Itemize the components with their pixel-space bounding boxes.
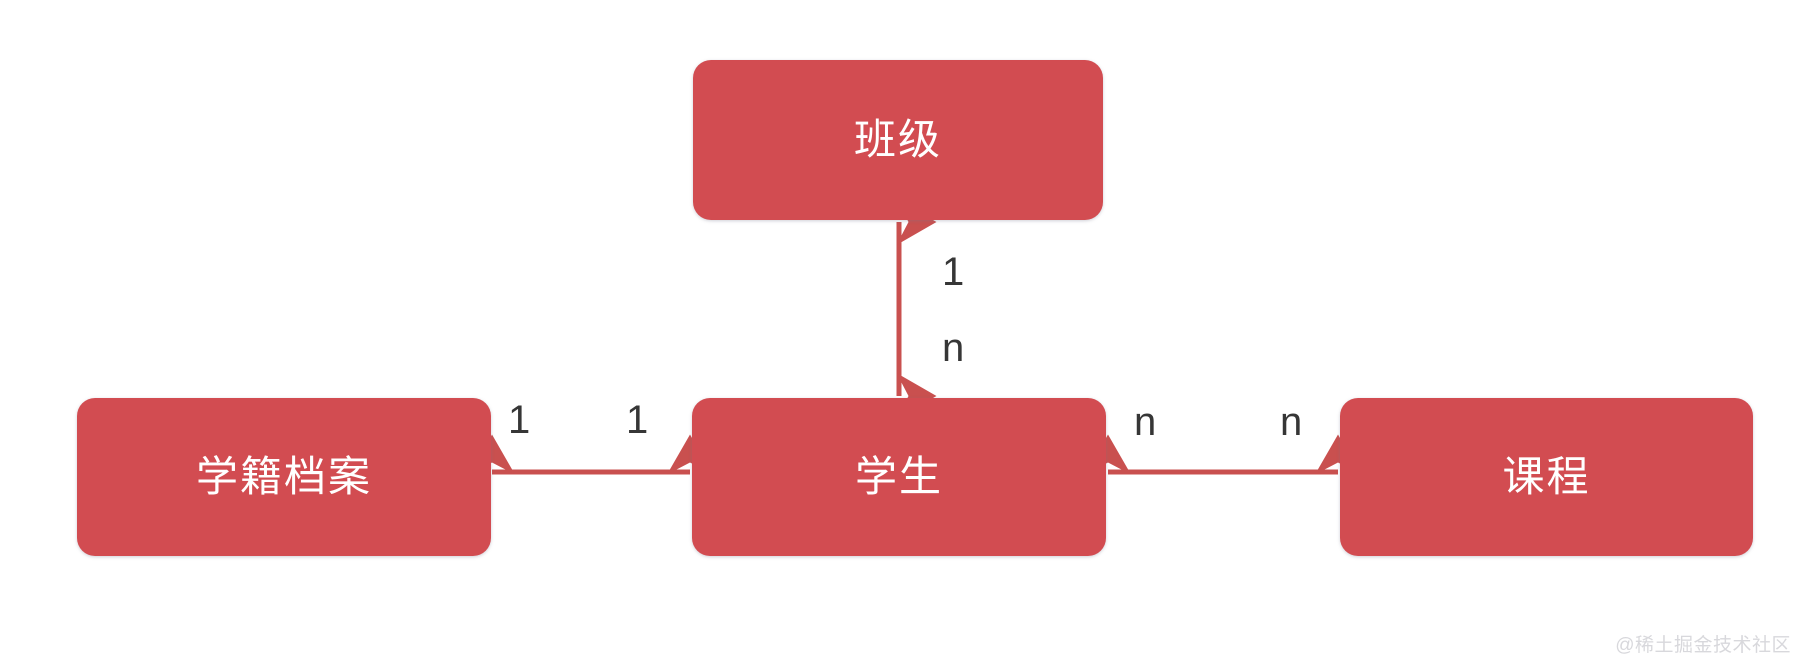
entity-label-class: 班级 [853, 116, 942, 163]
watermark-text: @稀土掘金技术社区 [1615, 635, 1791, 656]
entity-box-course[interactable]: 课程 [1340, 398, 1753, 556]
cardinality-label-course-side: n [1280, 400, 1303, 444]
cardinality-label-student-side-course: n [1134, 400, 1157, 444]
entity-label-student: 学生 [854, 453, 943, 500]
cardinality-label-archive-side: 1 [508, 398, 531, 442]
cardinality-label-student-side-class: n [942, 326, 965, 370]
entity-label-archive: 学籍档案 [195, 453, 372, 500]
entity-box-class[interactable]: 班级 [693, 60, 1103, 220]
cardinality-label-student-side-archive: 1 [626, 398, 649, 442]
entity-label-course: 课程 [1502, 453, 1591, 500]
entity-box-student[interactable]: 学生 [692, 398, 1106, 556]
cardinality-label-class-side: 1 [942, 250, 965, 294]
entity-box-archive[interactable]: 学籍档案 [77, 398, 491, 556]
